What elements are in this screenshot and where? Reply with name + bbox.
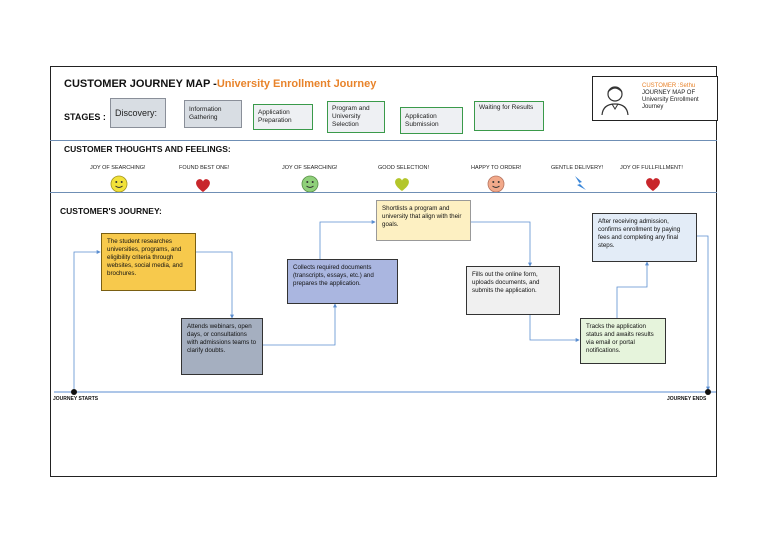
stage-label: Program and University Selection [332, 105, 370, 128]
stage-discovery: Discovery: [110, 98, 166, 128]
heart-icon [196, 179, 210, 192]
journey-step-enroll: After receiving admission, confirms enro… [592, 213, 697, 262]
journey-step-webinars: Attends webinars, open days, or consulta… [181, 318, 263, 375]
smiley-yellow-icon [110, 175, 128, 193]
journey-step-shortlist: Shortlists a program and university that… [376, 200, 471, 241]
feeling-label: GOOD SELECTION! [378, 165, 430, 171]
divider-line [50, 192, 717, 193]
feeling-label: HAPPY TO ORDER! [471, 165, 522, 171]
persona-card: CUSTOMER :Sethu JOURNEY MAP OF Universit… [592, 76, 718, 121]
stage-information-gathering: Information Gathering [184, 100, 242, 128]
heart-icon [395, 178, 409, 191]
persona-name: CUSTOMER :Sethu [642, 83, 696, 89]
stage-label: Waiting for Results [479, 104, 534, 111]
feeling-label: GENTLE DELIVERY! [551, 165, 604, 171]
title-highlight: University Enrollment Journey [216, 78, 377, 90]
avatar-icon [601, 86, 629, 116]
journey-section-title: CUSTOMER'S JOURNEY: [60, 206, 162, 216]
step-text: Tracks the application status and awaits… [586, 323, 654, 354]
stage-application-preparation: Application Preparation [253, 104, 313, 130]
persona-description: JOURNEY MAP OF University Enrollment Jou… [642, 90, 699, 110]
journey-step-documents: Collects required documents (transcripts… [287, 259, 398, 304]
lightning-icon [575, 176, 586, 190]
step-text: Attends webinars, open days, or consulta… [187, 323, 257, 354]
journey-end-label: JOURNEY ENDS [667, 396, 707, 402]
stage-waiting-for-results: Waiting for Results [474, 101, 544, 131]
stage-label: Information Gathering [189, 106, 222, 121]
stage-label: Application Submission [405, 112, 439, 128]
step-text: Collects required documents (transcripts… [293, 264, 374, 287]
page-title: CUSTOMER JOURNEY MAP -University Enrollm… [64, 78, 377, 90]
smiley-orange-icon [487, 175, 505, 193]
divider-line [50, 140, 717, 141]
feeling-label: JOY OF SEARCHING! [90, 165, 146, 171]
journey-step-track: Tracks the application status and awaits… [580, 318, 666, 364]
journey-step-research: The student researches universities, pro… [101, 233, 196, 291]
stage-program-selection: Program and University Selection [327, 101, 385, 133]
feeling-label: FOUND BEST ONE! [179, 165, 230, 171]
step-text: The student researches universities, pro… [107, 238, 183, 277]
stage-label: Discovery: [115, 108, 158, 118]
stages-label: STAGES : [64, 112, 106, 122]
step-text: Fills out the online form, uploads docum… [472, 271, 540, 294]
feelings-section-title: CUSTOMER THOUGHTS AND FEELINGS: [64, 144, 231, 154]
journey-start-label: JOURNEY STARTS [53, 396, 99, 402]
journey-step-submit: Fills out the online form, uploads docum… [466, 266, 560, 315]
feeling-label: JOY OF SEARCHING! [282, 165, 338, 171]
step-text: After receiving admission, confirms enro… [598, 218, 681, 249]
heart-icon [646, 178, 660, 191]
stage-application-submission: Application Submission [400, 107, 463, 134]
smiley-green-icon [301, 175, 319, 193]
stage-label: Application Preparation [258, 109, 292, 124]
feeling-label: JOY OF FULLFILLMENT! [620, 165, 683, 171]
step-text: Shortlists a program and university that… [382, 205, 462, 228]
